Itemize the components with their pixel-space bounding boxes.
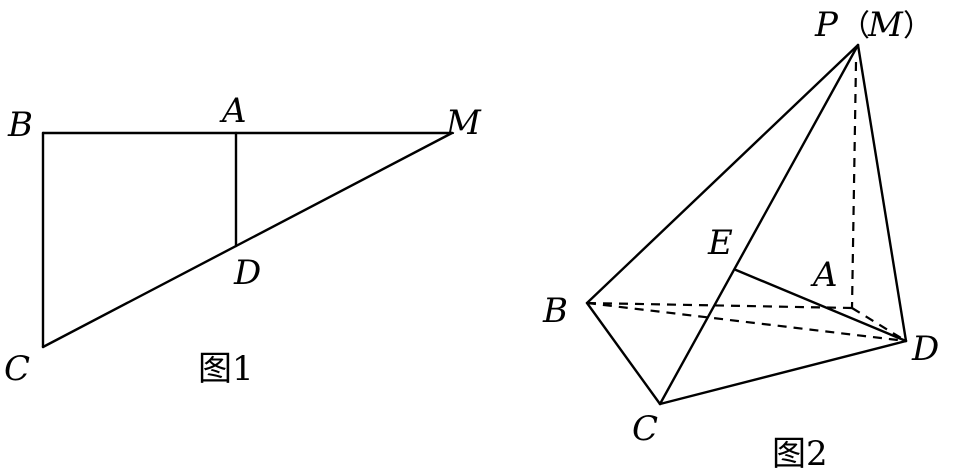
label-D2: D — [911, 329, 939, 369]
label-B1: B — [7, 105, 33, 145]
label-M2: M — [867, 5, 904, 45]
edge-PC — [658, 43, 860, 406]
label-E: E — [707, 223, 733, 263]
edge-BD-hidden — [586, 301, 907, 343]
label-A1: A — [219, 91, 247, 131]
segment-CM — [41, 131, 454, 349]
caption-figure-2: 图2 — [772, 434, 828, 473]
label-C1: C — [4, 349, 30, 389]
label-D1: D — [233, 253, 261, 293]
label-C2: C — [632, 409, 658, 449]
edge-PD — [856, 43, 908, 343]
paren-close: ） — [903, 9, 933, 44]
figure-1: B A M D C 图1 — [4, 91, 482, 389]
paren-open: （ — [840, 9, 870, 44]
edge-PB — [585, 43, 860, 305]
label-P: P — [814, 5, 839, 45]
segment-ED — [734, 268, 908, 343]
edge-CD — [658, 339, 908, 406]
figure-2: P （ M ） E A B C D 图2 — [542, 5, 939, 473]
edge-BC — [585, 301, 662, 406]
edge-PA-hidden — [850, 61, 858, 309]
label-A2: A — [810, 255, 838, 295]
edge-AD-hidden — [851, 307, 907, 342]
edge-BA-hidden — [586, 301, 853, 310]
caption-figure-1: 图1 — [198, 349, 254, 389]
label-B2: B — [542, 291, 568, 331]
label-M1: M — [445, 103, 482, 143]
